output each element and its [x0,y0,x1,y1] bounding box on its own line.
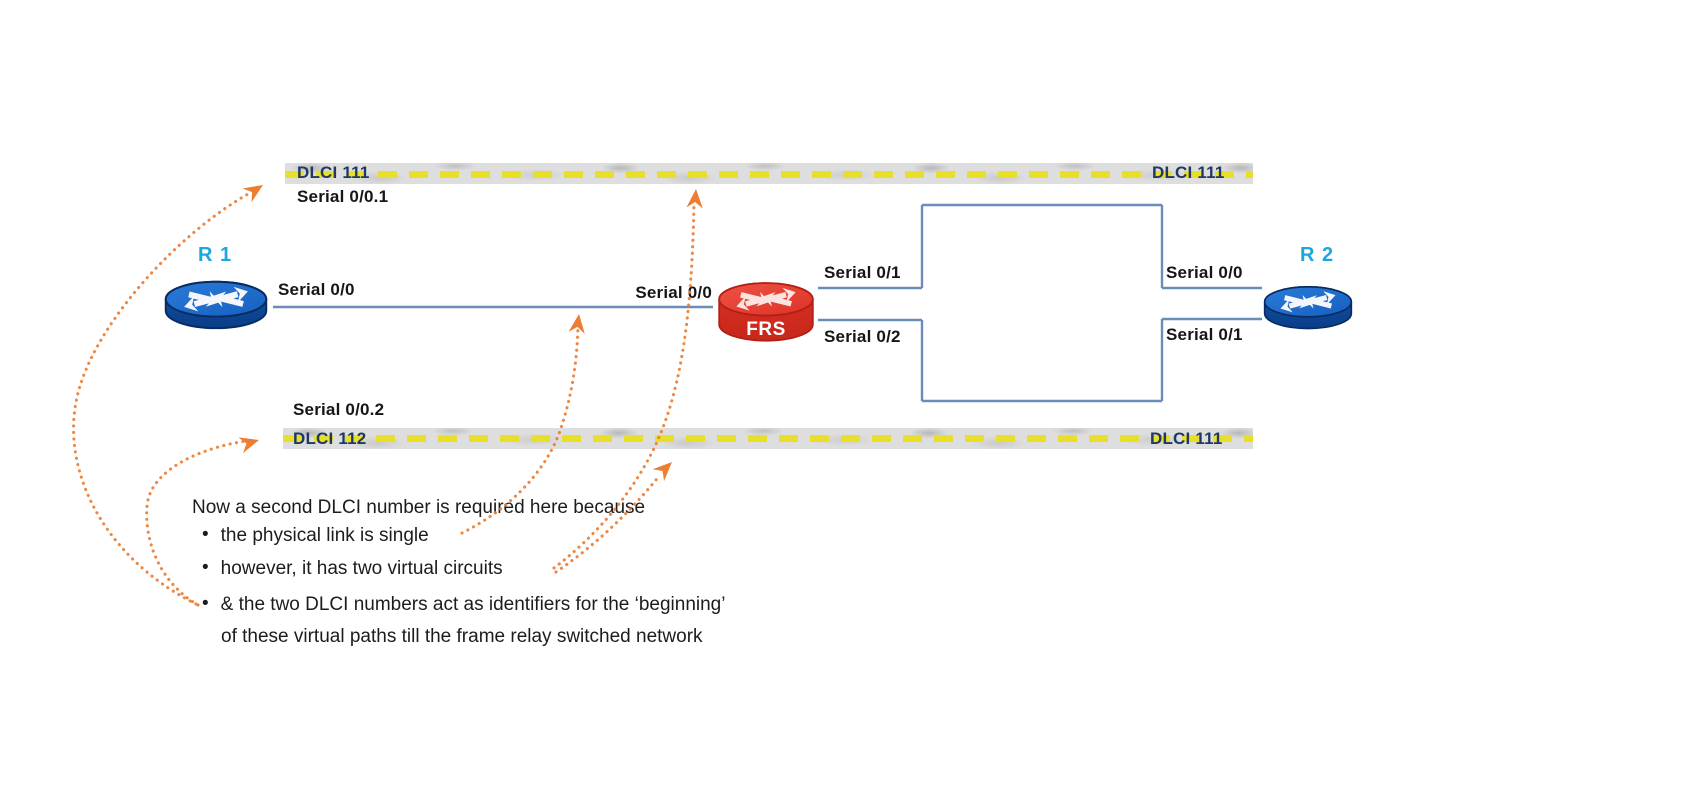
subinterface-label-top: Serial 0/0.1 [297,187,389,206]
note-bullet-2: however, it has two virtual circuits [202,558,503,580]
switch-name-frs: FRS [746,319,786,340]
dlci-label-bottom-left: DLCI 112 [293,429,367,448]
arrow-curve-to-bottom-circuit [554,473,662,574]
arrow-curve-to-dlci112 [145,439,248,607]
router-icon-r1 [164,280,268,330]
iface-label-r1-serial00: Serial 0/0 [278,280,355,299]
subinterface-label-bottom: Serial 0/0.2 [293,400,385,419]
iface-label-r2-serial00: Serial 0/0 [1166,263,1243,282]
dlci-dashed-line-top [285,171,1253,178]
router-name-r2: R 2 [1300,244,1335,266]
note-bullet-1: the physical link is single [202,525,429,547]
note-intro: Now a second DLCI number is required her… [192,497,646,518]
dlci-label-top-left: DLCI 111 [297,163,370,182]
virtual-circuit-band-bottom [283,428,1253,449]
note-continuation: of these virtual paths till the frame re… [221,626,703,647]
dlci-label-bottom-right: DLCI 111 [1150,429,1223,448]
note-bullet-1-text: the physical link is single [220,525,429,546]
dlci-label-top-right: DLCI 111 [1152,163,1225,182]
switched-network-box [920,203,1164,403]
dlci-dashed-line-bottom [283,435,1253,442]
iface-label-frs-serial00: Serial 0/0 [635,283,712,302]
iface-label-frs-serial02: Serial 0/2 [824,327,901,346]
arrowhead-bottom-circuit [652,456,678,482]
note-bullet-2-text: however, it has two virtual circuits [220,558,503,579]
iface-label-r2-serial01: Serial 0/1 [1166,325,1243,344]
arrowhead-dlci111-top [242,178,268,203]
router-icon-r2 [1263,286,1353,330]
virtual-circuit-band-top [285,163,1253,184]
iface-label-frs-serial01: Serial 0/1 [824,263,901,282]
note-bullet-3-text: & the two DLCI numbers act as identifier… [220,594,726,615]
frame-relay-switch-icon [718,282,814,342]
arrowhead-top-circuit [686,188,705,209]
arrowhead-dlci112 [238,432,262,454]
arrowhead-physical-link [568,313,588,334]
note-bullet-3: & the two DLCI numbers act as identifier… [202,594,726,616]
router-name-r1: R 1 [198,244,233,266]
